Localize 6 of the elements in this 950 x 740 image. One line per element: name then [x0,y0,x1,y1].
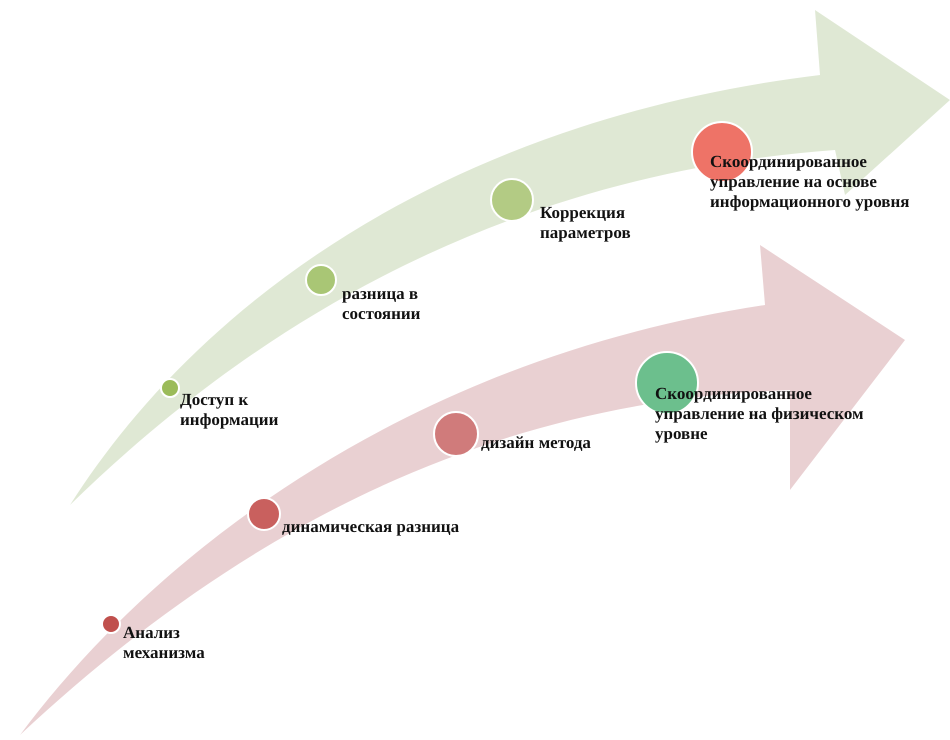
milestone-label: Коррекция параметров [540,203,632,243]
milestone-label: Анализ механизма [123,623,206,663]
milestone-label: Доступ к информации [180,390,280,430]
milestone-label: дизайн метода [481,433,592,453]
milestone-label: разница в состоянии [342,284,422,324]
milestone-label: динамическая разница [282,517,460,537]
